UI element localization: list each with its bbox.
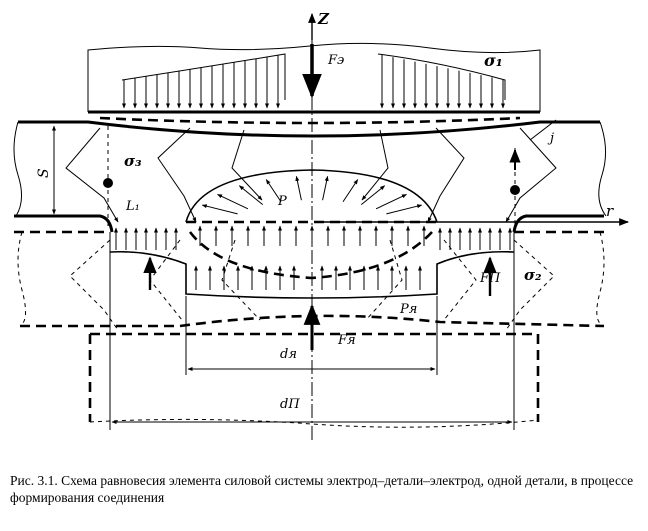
dimension-d-ya bbox=[185, 296, 438, 375]
current-flow-lines bbox=[65, 119, 557, 331]
nugget-radial-arrow bbox=[360, 185, 386, 206]
f-p-forces bbox=[143, 256, 497, 296]
label-l1: L₁ bbox=[125, 199, 140, 214]
lower-electrode bbox=[88, 332, 540, 428]
lower-pressure-arrows bbox=[114, 227, 512, 290]
label-p-ya: Pя bbox=[399, 302, 417, 317]
nugget-radial-arrow bbox=[342, 179, 359, 202]
nugget-radial-arrow bbox=[265, 179, 282, 202]
label-r: r bbox=[606, 202, 614, 220]
upper-electrode bbox=[87, 42, 541, 114]
nugget-radial-arrow bbox=[386, 204, 423, 215]
nugget-radial-arrow bbox=[217, 193, 249, 210]
label-p: P bbox=[277, 194, 287, 209]
label-d-p: dП bbox=[280, 397, 300, 412]
upper-sheet bbox=[13, 116, 607, 233]
label-f-e: Fэ bbox=[327, 53, 344, 68]
label-s: S bbox=[36, 168, 52, 178]
nugget-pressure-arrows bbox=[198, 175, 426, 246]
lower-sheet bbox=[14, 230, 605, 430]
label-sigma3: σ₃ bbox=[124, 152, 142, 170]
nugget-radial-arrow bbox=[238, 185, 264, 206]
nugget-radial-arrow bbox=[201, 204, 238, 215]
label-f-ya: Fя bbox=[337, 333, 356, 348]
l1-markers bbox=[103, 126, 521, 228]
label-sigma2: σ₂ bbox=[524, 266, 542, 284]
label-d-ya: dя bbox=[280, 347, 297, 362]
nugget-radial-arrow bbox=[375, 193, 407, 210]
label-z: Z bbox=[317, 10, 330, 28]
nugget-radial-arrow bbox=[322, 175, 329, 201]
nugget-radial-arrow bbox=[295, 175, 302, 201]
label-j: j bbox=[547, 131, 554, 146]
equilibrium-scheme-diagram: Z Fэ σ₁ j σ₃ S L₁ P r FП σ₂ Pя Fя dя dП bbox=[13, 10, 629, 440]
label-sigma1: σ₁ bbox=[484, 51, 503, 70]
sigma1-pressure-arrows bbox=[122, 54, 505, 109]
label-f-p: FП bbox=[479, 271, 501, 286]
figure-caption: Рис. 3.1. Схема равновесия элемента сило… bbox=[10, 473, 634, 505]
